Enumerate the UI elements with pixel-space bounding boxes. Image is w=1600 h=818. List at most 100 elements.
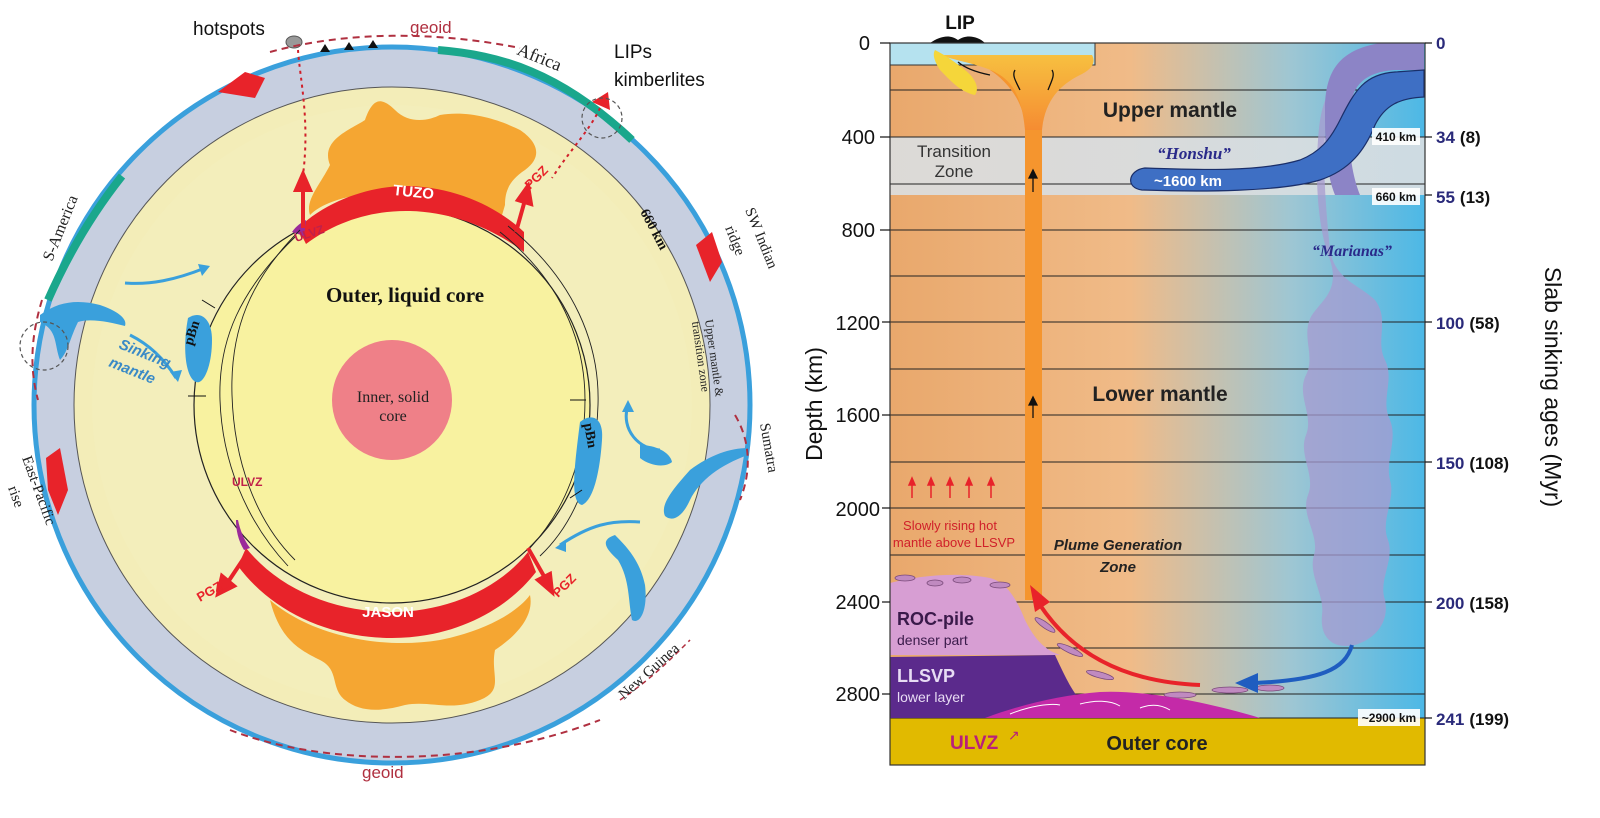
plume-head [940, 55, 1094, 130]
earth-cross-section: hotspots geoid Africa LIPs kimberlites S… [4, 18, 780, 782]
inner-core-label-line1: Inner, solid [357, 389, 429, 406]
age-tick-6: 241(199) [1436, 710, 1509, 729]
roc-fragments [894, 574, 1285, 699]
geoid-left-arc [31, 299, 43, 401]
tuzo-label: TUZO [392, 182, 435, 203]
denser-part-label: denser part [897, 632, 968, 648]
ulvz-bottom-sliver [236, 520, 250, 550]
plume-arrows [957, 61, 1054, 418]
age-tick-3: 100(58) [1436, 314, 1500, 333]
geoid-bottom-label: geoid [362, 763, 404, 782]
new-guinea-arc [619, 639, 691, 701]
depth-profile: 0 400 800 1200 1600 2000 2400 2800 [801, 13, 1566, 766]
lip-cap-shape [930, 36, 985, 43]
age-tick-4: 150(108) [1436, 454, 1509, 473]
pbn-right-label: pBn [580, 422, 599, 449]
age-tick-1: 34(8) [1436, 128, 1481, 147]
sumatra-label: Sumatra [756, 422, 780, 474]
sw-indian-label-line1: SW Indian [741, 206, 780, 272]
geoid-right-arc [734, 414, 749, 501]
pgz-line2: Zone [1099, 559, 1136, 576]
depth-tick: 800 [842, 220, 875, 242]
slowly-rising-arrows [907, 476, 996, 498]
ulvz-label: ULVZ [950, 733, 999, 754]
depth-axis-title: Depth (km) [801, 347, 827, 461]
depth-tick: 1600 [836, 405, 881, 427]
honshu-label: “Honshu” [1157, 144, 1231, 163]
lower-layer-label: lower layer [897, 689, 965, 705]
slab-east-1 [663, 448, 748, 519]
box-660-bg [1372, 188, 1420, 205]
transition-zone-line2: Zone [935, 162, 974, 181]
lips-label-line1: LIPs [614, 42, 652, 63]
flow-line-left-2 [219, 235, 297, 567]
hotspot-plume-line [297, 49, 307, 176]
slab-west [40, 302, 126, 360]
roc-pile [890, 574, 1060, 655]
red-return-arrowhead [1030, 585, 1050, 612]
pbn-left-blob [185, 314, 212, 383]
jason-orange [270, 595, 531, 710]
continent-s-america [44, 173, 126, 302]
sinking-arrowheads [170, 264, 634, 552]
lips-label-line2: kimberlites [614, 70, 705, 91]
geoid-top-arc [269, 34, 521, 53]
marianas-slab [1302, 70, 1393, 646]
outer-core-label: Outer, liquid core [326, 283, 484, 307]
ridge-sw-indian [696, 232, 722, 282]
lips-plume-line [551, 107, 601, 179]
marianas-label: “Marianas” [1312, 243, 1392, 260]
red-return-flow [1038, 603, 1201, 687]
slab-east-2 [605, 535, 646, 621]
depth-tick: 2800 [836, 684, 881, 706]
upper-mantle-label: Upper mantle [1103, 99, 1237, 122]
ulvz-pointer: ↗ [1008, 727, 1020, 743]
ulvz-bottom-label: ULVZ [232, 475, 262, 489]
jason-red [238, 548, 536, 638]
depth-tick: 0 [859, 33, 870, 55]
sw-indian-label-line2: ridge [721, 224, 748, 259]
slab-1600-label: ~1600 km [1154, 173, 1222, 190]
ridge-east-pacific [46, 448, 68, 515]
slab-east-3 [640, 445, 672, 466]
age-tick-2: 55(13) [1436, 188, 1490, 207]
blue-slab-arrowhead [1235, 673, 1258, 693]
pgz-line1: Plume Generation [1054, 537, 1182, 554]
inner-core-label-line2: core [379, 408, 407, 425]
lower-mantle-label: Lower mantle [1092, 383, 1227, 406]
pgz-arrows [215, 169, 555, 598]
depth-tick-marks [880, 42, 1432, 719]
age-tick-5: 200(158) [1436, 594, 1509, 613]
outer-core-label-right: Outer core [1106, 733, 1207, 755]
ulvz-swirls [1009, 700, 1171, 715]
profile-outer-core [889, 717, 1426, 766]
hotspots-label: hotspots [193, 19, 265, 40]
flow-line-left-1 [231, 229, 301, 561]
subduction-triangles [320, 40, 378, 52]
geoid-bottom-arc [229, 719, 601, 758]
depth-tick: 2400 [836, 592, 881, 614]
central-plume [990, 70, 1072, 600]
east-pacific-label-line2: rise [4, 484, 27, 510]
box-410: 410 km [1376, 130, 1417, 144]
depth-tick: 1200 [836, 313, 881, 335]
box-2900: ~2900 km [1362, 711, 1416, 725]
ulvz-layer [985, 691, 1260, 718]
depth-tick-labels: 0 400 800 1200 1600 2000 2400 2800 [836, 33, 881, 706]
continent-africa [437, 46, 635, 143]
flow-line-right-2 [507, 225, 599, 557]
geoid-top-label: geoid [410, 18, 452, 37]
depth-tick: 400 [842, 127, 875, 149]
tuzo-red [298, 185, 524, 252]
inner-core [332, 340, 452, 460]
lip-label: LIP [945, 13, 975, 34]
box-410-bg [1372, 128, 1420, 145]
blue-slab-flow [1254, 644, 1354, 685]
age-tick-labels: 0 34(8) 55(13) 100(58) 150(108) 200(158)… [1436, 34, 1509, 729]
pbn-right-blob [574, 417, 603, 505]
roc-pile-label: ROC-pile [897, 609, 974, 629]
pbn-left-label: pBn [182, 319, 204, 348]
west-circle [19, 321, 69, 371]
